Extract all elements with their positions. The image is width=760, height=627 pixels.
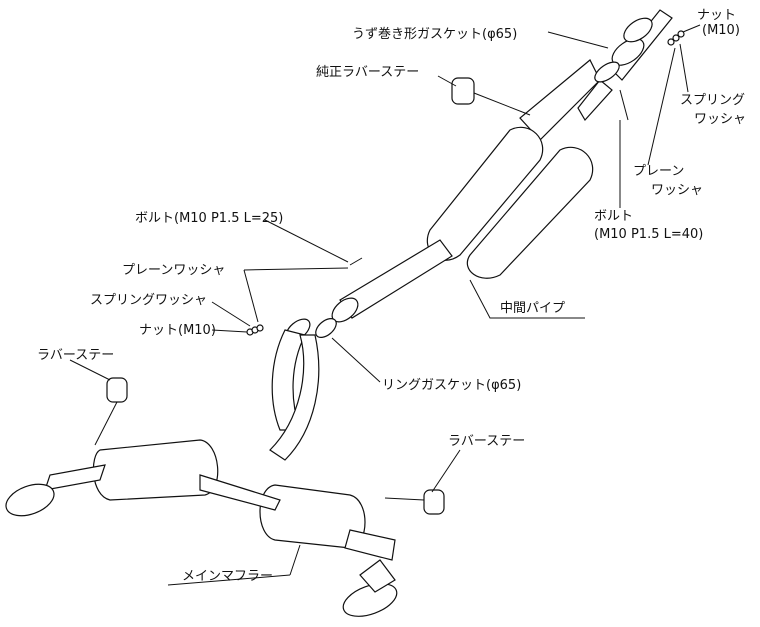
rubber-stays <box>94 77 531 515</box>
leader-lines <box>69 24 701 586</box>
main-muffler <box>5 329 398 617</box>
label-ring-gasket: リングガスケット(φ65) <box>382 378 521 393</box>
center-pipe <box>339 9 673 319</box>
label-plain-washer-top-1: プレーン <box>633 164 684 179</box>
label-spring-washer-top-2: ワッシャ <box>694 112 746 127</box>
labels: うず巻き形ガスケット(φ65) ナット (M10) 純正ラバーステー スプリング… <box>37 8 746 584</box>
label-oem-rubber-stay: 純正ラバーステー <box>316 65 419 80</box>
fasteners <box>246 30 685 336</box>
label-nut-top-size: (M10) <box>702 23 740 38</box>
label-spiral-gasket: うず巻き形ガスケット(φ65) <box>352 27 517 42</box>
label-rubber-stay-left: ラバーステー <box>37 348 114 363</box>
label-center-pipe: 中間パイプ <box>500 301 565 316</box>
label-main-muffler: メインマフラー <box>182 569 273 584</box>
label-rubber-stay-right: ラバーステー <box>448 434 525 449</box>
label-plain-washer-mid: プレーンワッシャ <box>122 263 225 278</box>
gaskets <box>285 17 653 342</box>
label-bolt-top: ボルト <box>594 209 633 224</box>
label-spring-washer-top-1: スプリング <box>680 93 745 108</box>
label-bolt-top-size: (M10 P1.5 L=40) <box>594 227 703 242</box>
label-nut-top: ナット <box>697 8 736 23</box>
label-spring-washer-mid: スプリングワッシャ <box>90 293 207 308</box>
label-nut-mid: ナット(M10) <box>139 323 216 338</box>
label-plain-washer-top-2: ワッシャ <box>651 183 703 198</box>
label-bolt-mid: ボルト(M10 P1.5 L=25) <box>135 211 283 226</box>
